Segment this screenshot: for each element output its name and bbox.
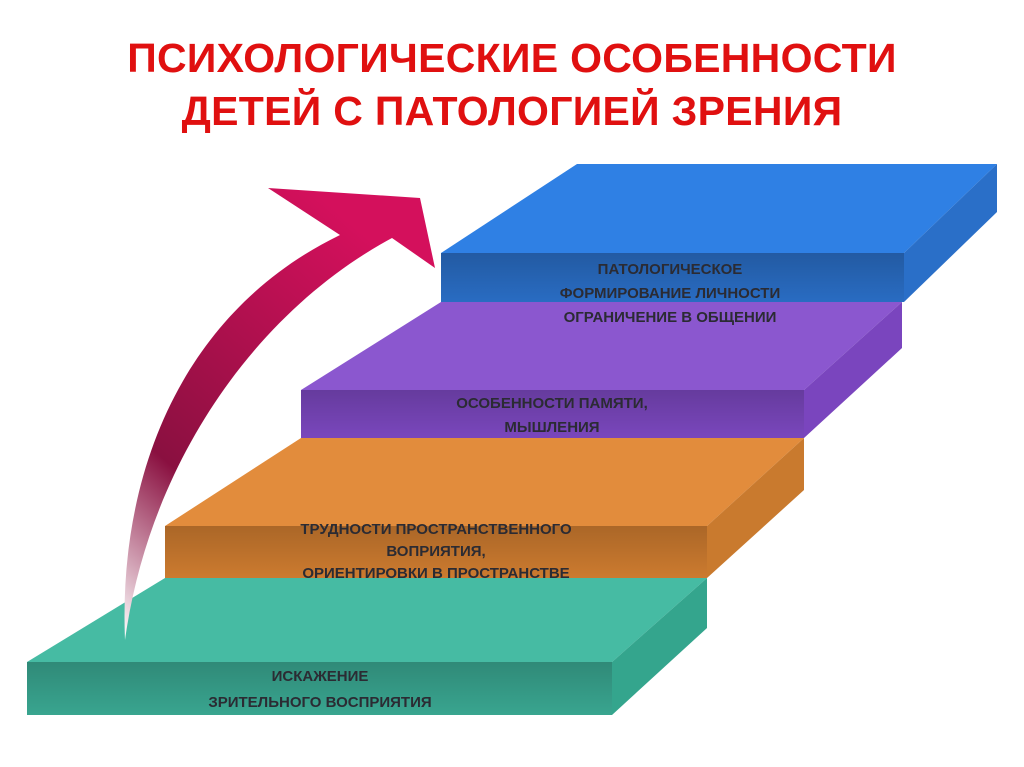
step-3-top [301, 302, 902, 390]
title-line-2: ДЕТЕЙ С ПАТОЛОГИЕЙ ЗРЕНИЯ [181, 88, 843, 134]
step-2-label: ТРУДНОСТИ ПРОСТРАНСТВЕННОГО ВОПРИЯТИЯ, О… [300, 521, 572, 582]
step-1 [27, 578, 707, 715]
step-3-label: ОСОБЕННОСТИ ПАМЯТИ, МЫШЛЕНИЯ [456, 395, 648, 436]
step-1-label: ИСКАЖЕНИЕ ЗРИТЕЛЬНОГО ВОСПРИЯТИЯ [208, 668, 432, 711]
step-4-label: ПАТОЛОГИЧЕСКОЕ ФОРМИРОВАНИЕ ЛИЧНОСТИ ОГР… [559, 261, 781, 326]
step-1-side [612, 578, 707, 715]
step-1-top [27, 578, 707, 662]
step-4-top [441, 164, 997, 253]
growth-arrow-icon [124, 188, 435, 640]
page-title: ПСИХОЛОГИЧЕСКИЕ ОСОБЕННОСТИ ДЕТЕЙ С ПАТО… [0, 32, 1024, 138]
step-4-side [904, 164, 997, 302]
step-3 [301, 302, 902, 438]
step-3-side [804, 302, 902, 438]
step-2 [165, 438, 804, 578]
step-4 [441, 164, 997, 302]
title-line-1: ПСИХОЛОГИЧЕСКИЕ ОСОБЕННОСТИ [127, 35, 897, 81]
step-2-side [707, 438, 804, 578]
step-2-top [165, 438, 804, 526]
